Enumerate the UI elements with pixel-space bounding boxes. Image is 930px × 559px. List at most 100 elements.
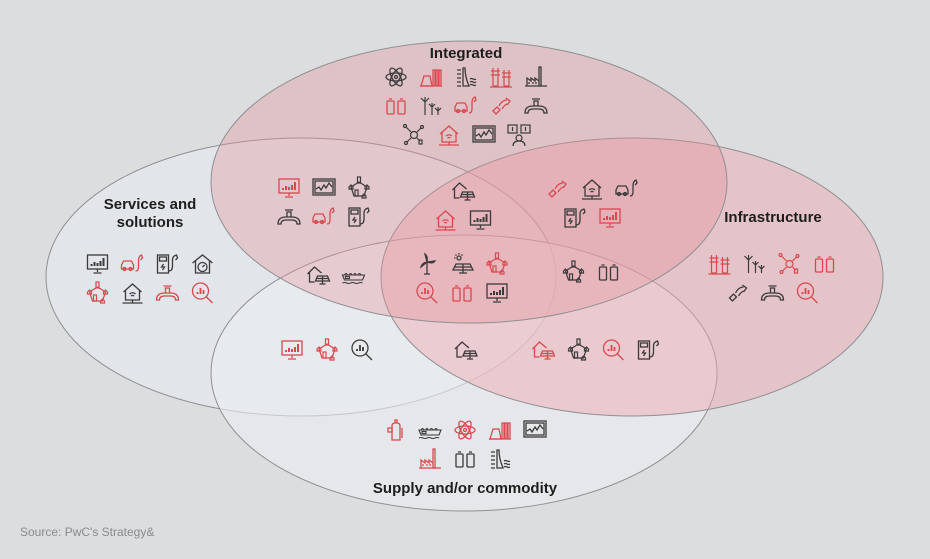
icon-row [453, 338, 479, 362]
smart-home-icon [579, 177, 605, 201]
pipeline-icon [759, 281, 785, 305]
region-all [414, 252, 510, 305]
analytics-monitor-icon [597, 206, 623, 230]
charging-station-icon [562, 206, 588, 230]
supply-ellipse [210, 234, 718, 512]
icon-row [276, 205, 372, 229]
icon-row [85, 281, 216, 305]
analytics-monitor-icon [468, 208, 494, 232]
charging-station-icon [346, 205, 372, 229]
solar-home-icon [450, 179, 476, 203]
magnifier-icon [349, 338, 375, 362]
analytics-monitor-icon [276, 176, 302, 200]
battery-icon [383, 94, 409, 118]
pipeline-icon [276, 205, 302, 229]
ev-car-icon [311, 205, 337, 229]
microgrid-icon [484, 252, 510, 276]
region-infrastructure [707, 252, 838, 305]
region-services-supply [279, 338, 375, 362]
icon-row [401, 123, 532, 147]
magnifier-icon [601, 338, 627, 362]
icon-row [417, 447, 513, 471]
region-integrated-infrastructure [544, 177, 640, 230]
region-integrated-services [276, 176, 372, 229]
icon-row [383, 65, 549, 89]
region-integrated-services-infrastructure [433, 179, 494, 232]
icon-row [276, 176, 372, 200]
analytics-monitor-icon [85, 252, 111, 276]
solar-home-icon [306, 263, 332, 287]
lng-ship-icon [341, 263, 367, 287]
magnifier-icon [190, 281, 216, 305]
icon-row [450, 179, 476, 203]
icon-row [414, 252, 510, 276]
infrastructure-ellipse [380, 137, 884, 417]
atom-icon [452, 418, 478, 442]
icon-row [724, 281, 820, 305]
factory-icon [523, 65, 549, 89]
solar-panel-icon [449, 252, 475, 276]
integrated-label: Integrated [429, 45, 503, 62]
smart-meter-home-icon [190, 252, 216, 276]
ev-car-icon [453, 94, 479, 118]
solar-home-icon [531, 338, 557, 362]
dam-icon [487, 447, 513, 471]
battery-icon [449, 281, 475, 305]
pipe-joint-icon [544, 177, 570, 201]
pylon-icon [488, 65, 514, 89]
pylon-icon [707, 252, 733, 276]
region-services-infrastructure-supply [453, 338, 479, 362]
charging-station-icon [636, 338, 662, 362]
icon-row [544, 177, 640, 201]
magnifier-icon [414, 281, 440, 305]
integrated-ellipse [210, 40, 728, 324]
analytics-monitor-icon [484, 281, 510, 305]
icon-row [433, 208, 494, 232]
microgrid-icon [561, 260, 587, 284]
gas-cylinder-icon [382, 418, 408, 442]
factory-icon [417, 447, 443, 471]
source-note: Source: PwC's Strategy& [20, 525, 155, 539]
ev-car-icon [614, 177, 640, 201]
network-icon [401, 123, 427, 147]
antenna-icon [742, 252, 768, 276]
supply-label: Supply and/or commodity [372, 480, 558, 497]
icon-row [561, 260, 622, 284]
ev-car-icon [120, 252, 146, 276]
battery-icon [596, 260, 622, 284]
services-label: Services and solutions [104, 196, 197, 232]
dam-icon [453, 65, 479, 89]
trading-monitor-icon [522, 418, 548, 442]
battery-icon [812, 252, 838, 276]
icon-row [414, 281, 510, 305]
icon-row [707, 252, 838, 276]
battery-icon [452, 447, 478, 471]
network-icon [777, 252, 803, 276]
wind-turbine-icon [414, 252, 440, 276]
smart-home-icon [436, 123, 462, 147]
icon-row [531, 338, 662, 362]
region-services-integrated-supply [306, 263, 367, 287]
icon-row [562, 206, 623, 230]
finance-person-icon [506, 123, 532, 147]
region-services [85, 252, 216, 305]
power-plant-icon [487, 418, 513, 442]
trading-monitor-icon [471, 123, 497, 147]
icon-row [306, 263, 367, 287]
atom-icon [383, 65, 409, 89]
pipeline-icon [523, 94, 549, 118]
microgrid-icon [346, 176, 372, 200]
smart-home-icon [433, 208, 459, 232]
power-plant-icon [418, 65, 444, 89]
pipe-joint-icon [488, 94, 514, 118]
icon-row [85, 252, 216, 276]
icon-row [382, 418, 548, 442]
pipe-joint-icon [724, 281, 750, 305]
solar-home-icon [453, 338, 479, 362]
magnifier-icon [794, 281, 820, 305]
microgrid-icon [314, 338, 340, 362]
microgrid-icon [566, 338, 592, 362]
services-label-line2: solutions [116, 214, 184, 231]
charging-station-icon [155, 252, 181, 276]
